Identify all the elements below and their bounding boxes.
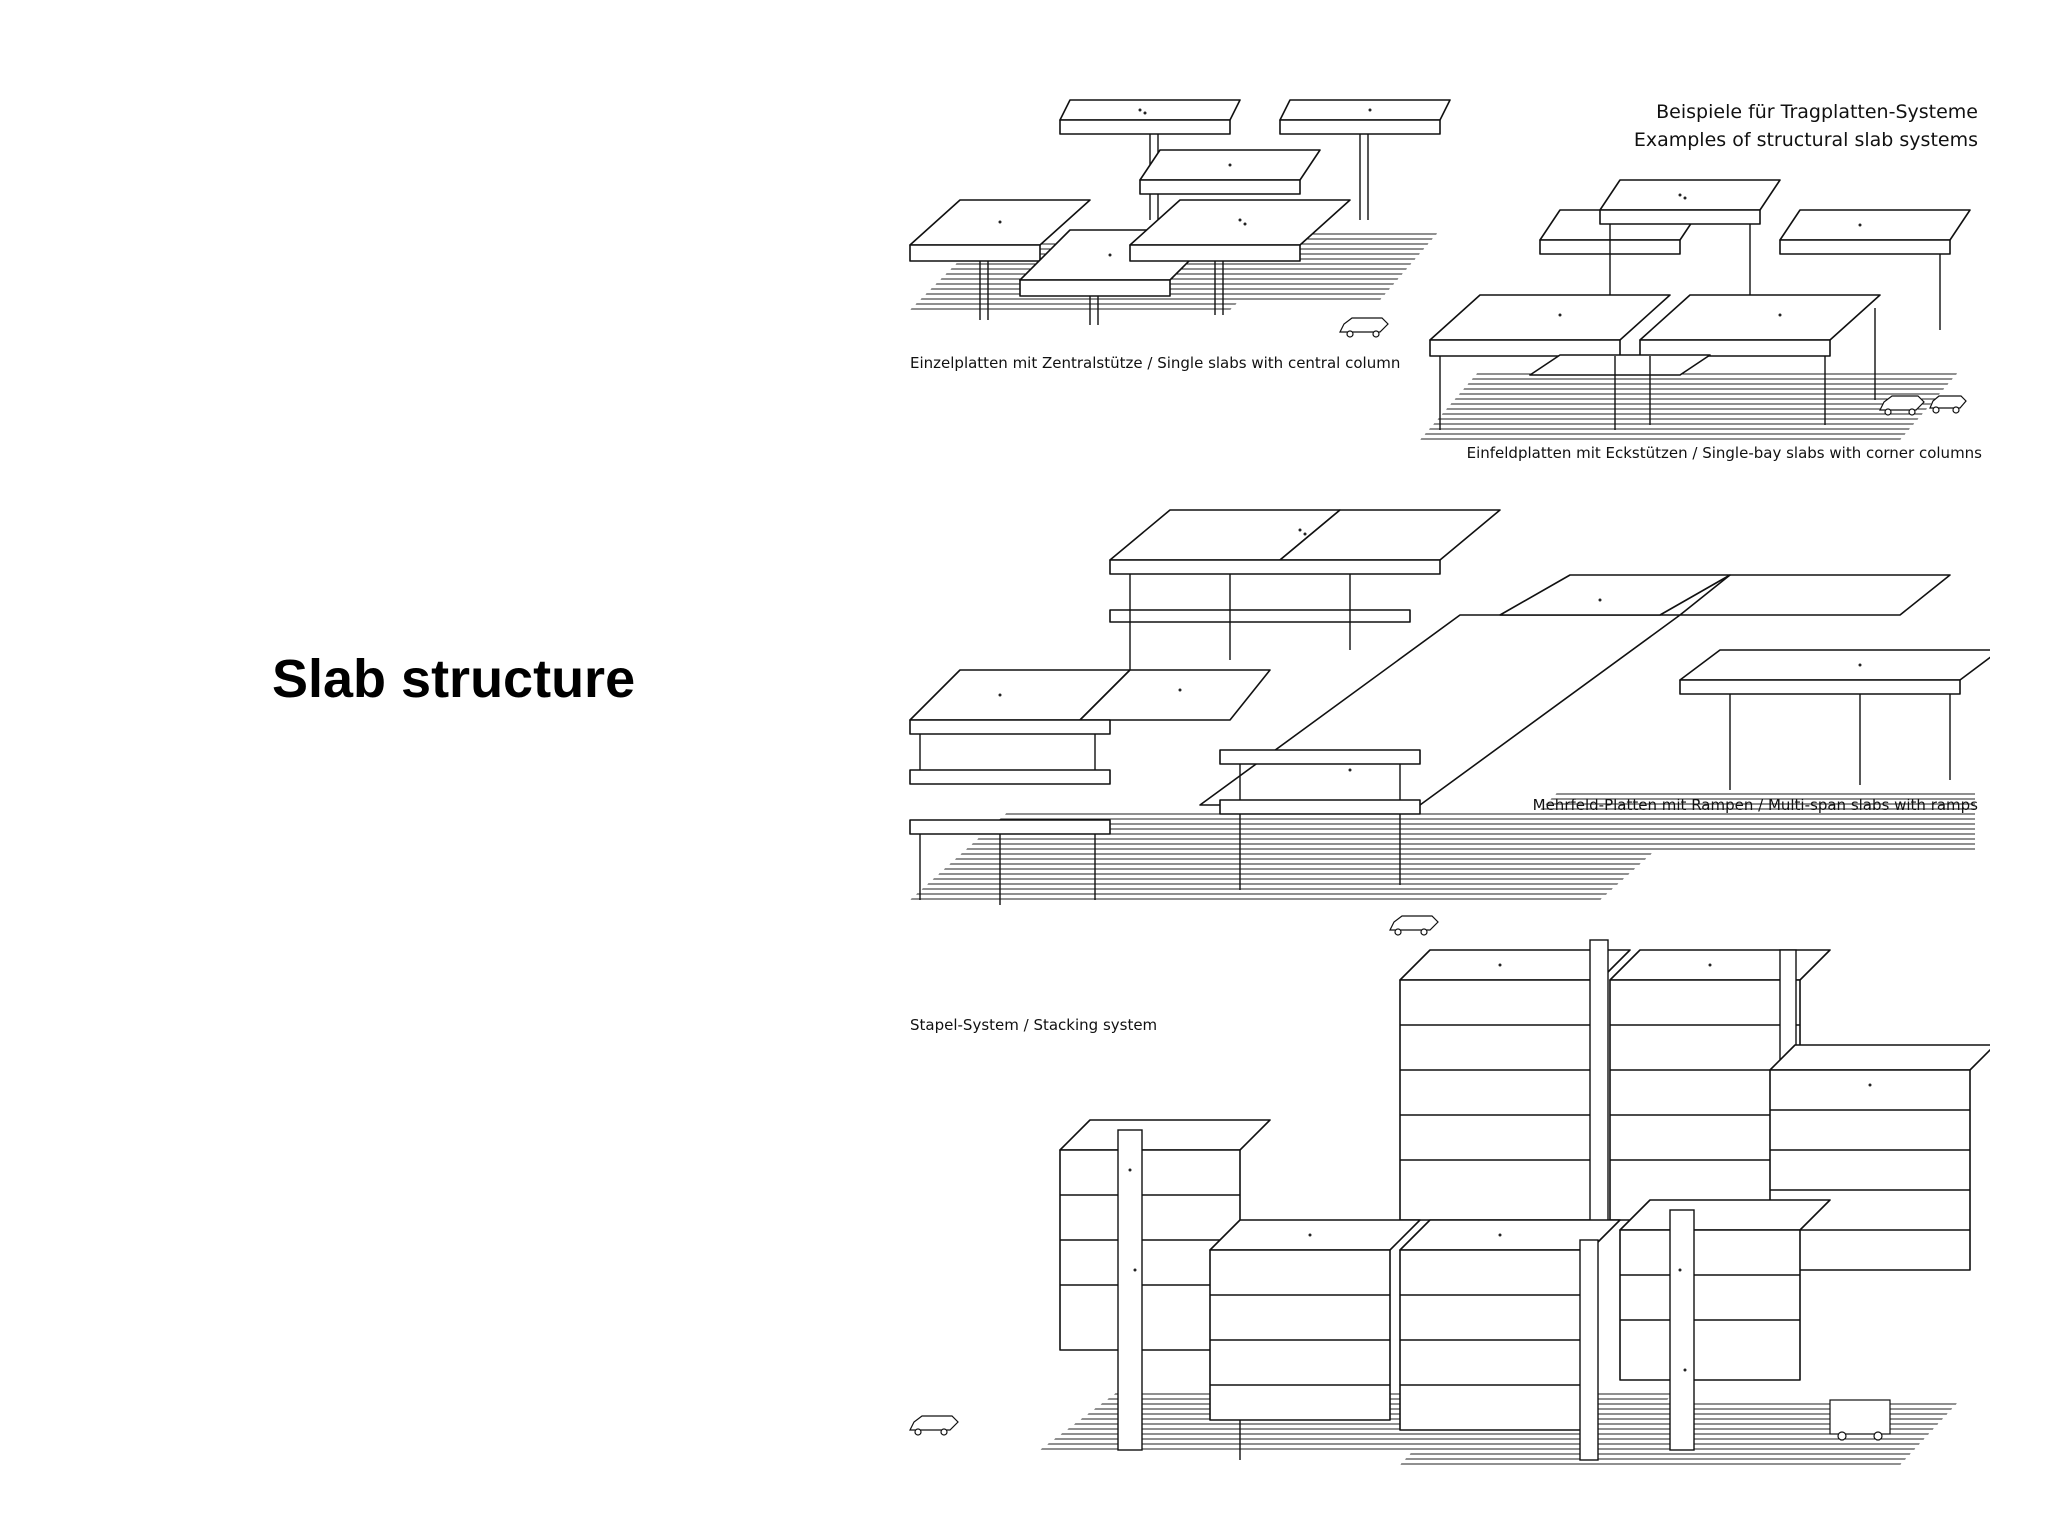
caption-multi-span-slabs: Mehrfeld-Platten mit Rampen / Multi-span… [1533,796,1979,814]
figure-header-german: Beispiele für Tragplatten-Systeme [1656,101,1978,123]
slide-title: Slab structure [272,649,636,709]
caption-stacking-system: Stapel-System / Stacking system [910,1016,1157,1034]
multi-span-slabs-drawing: Mehrfeld-Platten mit Rampen / Multi-span… [909,509,1990,936]
single-bay-slabs-drawing: Einfeldplatten mit Eckstützen / Single-b… [1420,179,1983,462]
structural-slab-systems-drawing: Beispiele für Tragplatten-Systeme Exampl… [909,99,1990,1465]
figure-header-english: Examples of structural slab systems [1634,129,1978,151]
caption-single-bay-slabs: Einfeldplatten mit Eckstützen / Single-b… [1467,444,1983,462]
stacking-system-drawing: Stapel-System / Stacking system [909,939,1990,1465]
single-slabs-drawing: Einzelplatten mit Zentralstütze / Single… [909,99,1451,372]
caption-single-slabs: Einzelplatten mit Zentralstütze / Single… [910,354,1400,372]
